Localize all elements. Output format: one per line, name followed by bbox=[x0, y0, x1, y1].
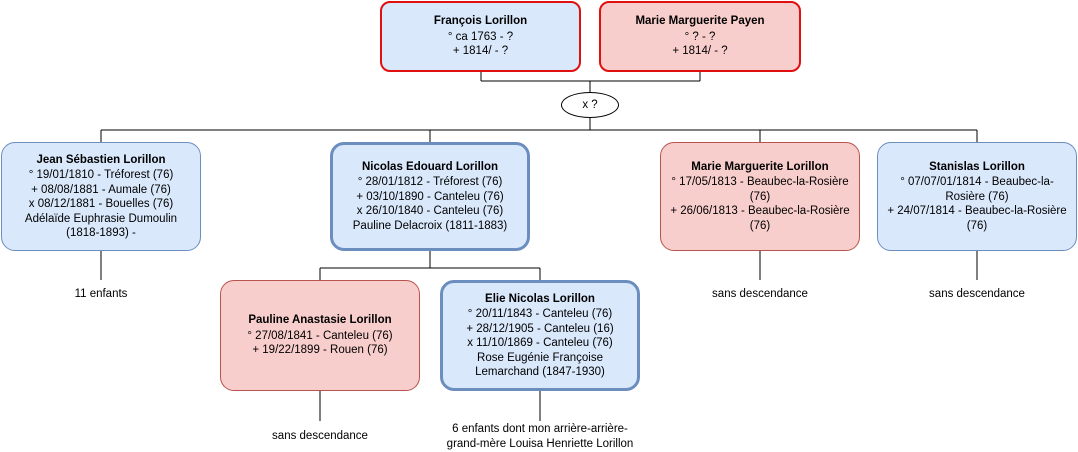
person-detail-line: Rose Eugénie Françoise bbox=[477, 351, 603, 364]
person-detail-line: Rosière (76) bbox=[945, 190, 1009, 203]
person-detail-line: (76) bbox=[749, 219, 771, 232]
person-box-stanislas[interactable]: Stanislas Lorillon ° 07/07/01/1814 - Bea… bbox=[877, 142, 1077, 251]
person-detail-line: ° 27/08/1841 - Canteleu (76) bbox=[247, 329, 393, 342]
note-text: 11 enfants bbox=[74, 288, 128, 300]
person-detail-line: x 26/10/1840 - Canteleu (76) bbox=[356, 205, 504, 218]
person-detail-line: ° 28/01/1812 - Tréforest (76) bbox=[357, 176, 503, 189]
descendants-note-pauline-anastasie: sans descendance bbox=[220, 429, 420, 444]
person-detail-line: + 08/08/1881 - Aumale (76) bbox=[31, 183, 171, 196]
person-detail-line: ° 19/01/1810 - Tréforest (76) bbox=[28, 169, 174, 181]
person-detail-line: + 1814/ - ? bbox=[452, 45, 509, 58]
person-detail-line: x 11/10/1869 - Canteleu (76) bbox=[467, 337, 613, 349]
person-detail-line: + 03/10/1890 - Canteleu (76) bbox=[356, 190, 504, 203]
person-detail-line: Lemarchand (1847-1930) bbox=[475, 366, 605, 378]
person-name: Marie Marguerite Lorillon bbox=[691, 160, 829, 173]
person-detail-line: ° 07/07/01/1814 - Beaubec-la- bbox=[900, 176, 1054, 189]
descendants-note-stanislas: sans descendance bbox=[877, 287, 1077, 302]
marriage-node[interactable]: x ? bbox=[561, 92, 619, 118]
person-detail-line: + 19/22/1899 - Rouen (76) bbox=[252, 344, 388, 357]
note-text: sans descendance bbox=[272, 430, 368, 442]
person-name: François Lorillon bbox=[433, 15, 528, 28]
person-box-marie-marguerite-payen[interactable]: Marie Marguerite Payen ° ? - ? + 1814/ -… bbox=[599, 1, 801, 72]
note-text: grand-mère Louisa Henriette Lorillon bbox=[446, 437, 634, 450]
person-detail-line: ° ca 1763 - ? bbox=[447, 30, 514, 43]
person-detail-line: Adélaïde Euphrasie Dumoulin bbox=[24, 212, 178, 225]
person-detail-line: ° ? - ? bbox=[684, 30, 716, 43]
person-name: Stanislas Lorillon bbox=[929, 160, 1025, 173]
person-detail-line: x 08/12/1881 - Bouelles (76) bbox=[28, 198, 174, 210]
person-name: Marie Marguerite Payen bbox=[635, 15, 765, 28]
descendants-note-marie-marguerite: sans descendance bbox=[660, 287, 860, 302]
note-text: sans descendance bbox=[712, 288, 808, 300]
person-box-nicolas-edouard[interactable]: Nicolas Edouard Lorillon ° 28/01/1812 - … bbox=[330, 142, 530, 251]
person-name: Jean Sébastien Lorillon bbox=[36, 153, 166, 166]
person-detail-line: (76) bbox=[966, 219, 988, 232]
person-name: Nicolas Edouard Lorillon bbox=[361, 160, 499, 173]
person-name: Pauline Anastasie Lorillon bbox=[248, 314, 392, 327]
person-box-pauline-anastasie[interactable]: Pauline Anastasie Lorillon ° 27/08/1841 … bbox=[220, 280, 420, 391]
person-detail-line: + 24/07/1814 - Beaubec-la-Rosière bbox=[887, 205, 1067, 218]
person-detail-line: ° 20/11/1843 - Canteleu (76) bbox=[467, 308, 613, 320]
note-text: sans descendance bbox=[929, 288, 1025, 300]
person-detail-line: ° 17/05/1813 - Beaubec-la-Rosière bbox=[671, 176, 849, 189]
person-box-jean-sebastien[interactable]: Jean Sébastien Lorillon ° 19/01/1810 - T… bbox=[1, 142, 201, 251]
person-detail-line: + 28/12/1905 - Canteleu (16) bbox=[466, 322, 614, 335]
person-box-marie-marguerite-lorillon[interactable]: Marie Marguerite Lorillon ° 17/05/1813 -… bbox=[660, 142, 860, 251]
marriage-label: x ? bbox=[582, 99, 598, 111]
person-detail-line: + 26/06/1813 - Beaubec-la-Rosière bbox=[670, 205, 850, 218]
person-detail-line: + 1814/ - ? bbox=[672, 45, 728, 58]
person-detail-line: Pauline Delacroix (1811-1883) bbox=[352, 219, 508, 232]
person-box-francois[interactable]: François Lorillon ° ca 1763 - ? + 1814/ … bbox=[380, 1, 581, 72]
person-detail-line: (76) bbox=[749, 190, 771, 203]
descendants-note-elie-nicolas: 6 enfants dont mon arrière-arrière- gran… bbox=[420, 422, 660, 451]
note-text: 6 enfants dont mon arrière-arrière- bbox=[452, 423, 628, 435]
person-name: Elie Nicolas Lorillon bbox=[485, 292, 595, 305]
person-box-elie-nicolas[interactable]: Elie Nicolas Lorillon ° 20/11/1843 - Can… bbox=[440, 280, 640, 391]
descendants-note-jean-sebastien: 11 enfants bbox=[1, 287, 201, 302]
person-detail-line: (1818-1893) - bbox=[66, 227, 136, 239]
